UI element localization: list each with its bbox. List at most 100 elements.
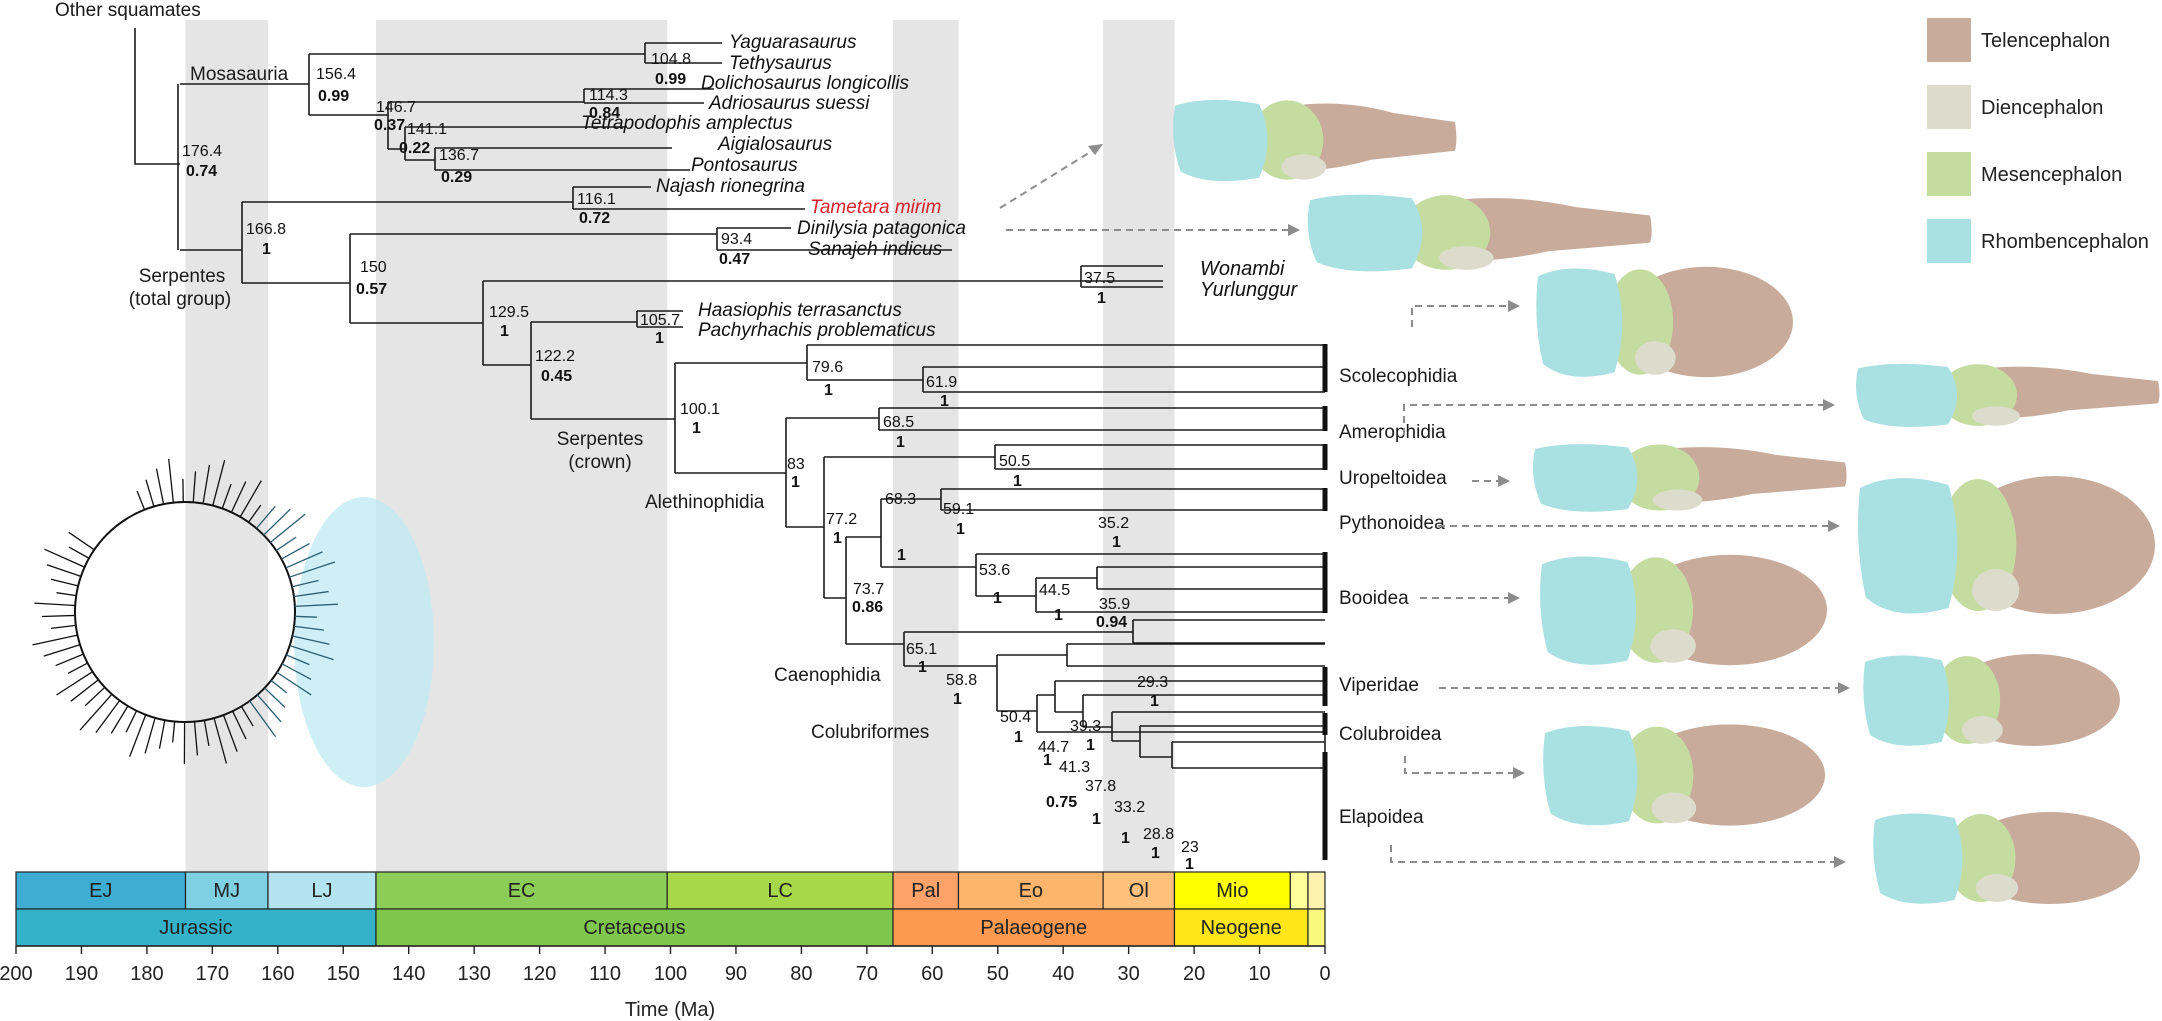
taxon-label: Pontosaurus	[691, 155, 798, 176]
inset-branch	[292, 635, 330, 645]
epoch-label: Pal	[911, 880, 940, 902]
tick-label: 100	[654, 963, 687, 985]
node-support: 0.74	[186, 163, 217, 180]
taxon-label: Yurlunggur	[1200, 279, 1298, 301]
node-support: 1	[918, 659, 927, 676]
epoch-cell	[267, 871, 377, 910]
inset-branch	[172, 721, 176, 743]
node-support: 1	[1013, 473, 1022, 490]
arrowhead-icon	[1513, 767, 1525, 779]
tick-label: 40	[1052, 963, 1074, 985]
clade-label: Colubroidea	[1339, 724, 1442, 745]
epoch-cell	[1102, 871, 1176, 910]
node-support: 1	[993, 590, 1002, 607]
node-age: 29.3	[1137, 674, 1168, 691]
node-age: 61.9	[926, 374, 957, 391]
epoch-label: MJ	[213, 880, 240, 902]
epoch-cell	[892, 871, 960, 910]
node-age: 141.1	[407, 121, 447, 138]
node-support: 0.99	[318, 88, 349, 105]
inset-branch	[79, 693, 113, 731]
inset-branch	[68, 546, 90, 559]
tick-label: 120	[523, 963, 556, 985]
inset-branch	[68, 531, 95, 551]
epoch-label: EJ	[89, 880, 112, 902]
taxon-label: Tethysaurus	[729, 53, 832, 74]
inset-branch	[34, 602, 76, 607]
arrowhead-icon	[1088, 144, 1103, 155]
legend-swatch	[1927, 85, 1971, 129]
epoch-cell	[184, 871, 269, 910]
node-support: 1	[953, 691, 962, 708]
node-support: 1	[1097, 290, 1106, 307]
taxon-label: Dinilysia patagonica	[797, 218, 966, 239]
epoch-label: Eo	[1019, 880, 1043, 902]
node-support: 1	[1054, 607, 1063, 624]
epoch-cell	[15, 871, 187, 910]
tick-label: 170	[196, 963, 229, 985]
node-support: 0.29	[441, 169, 472, 186]
inset-branch	[232, 710, 247, 740]
tick-label: 70	[856, 963, 878, 985]
period-label: Jurassic	[159, 917, 232, 939]
clade-label: Serpentes	[557, 429, 644, 450]
inset-branch	[213, 717, 228, 764]
inset-branch	[275, 536, 297, 552]
brain-model-elapoidea	[1873, 812, 2140, 904]
inset-branch	[289, 561, 336, 578]
node-support: 1	[956, 521, 965, 538]
inset-branch	[230, 481, 247, 513]
taxon-label: Tetrapodophis amplectus	[581, 113, 793, 134]
node-age: 100.1	[680, 401, 720, 418]
tick-label: 0	[1319, 963, 1330, 985]
clade-label: Caenophidia	[774, 665, 881, 686]
node-age: 156.4	[316, 66, 356, 83]
node-support: 0.86	[852, 599, 883, 616]
node-age: 50.5	[999, 453, 1030, 470]
tick-label: 190	[65, 963, 98, 985]
tick-label: 130	[457, 963, 490, 985]
tick-label: 30	[1118, 963, 1140, 985]
inset-branch	[84, 686, 106, 707]
epoch-cell	[1307, 871, 1326, 910]
inset-branch	[294, 615, 317, 618]
inset-branch	[222, 714, 238, 752]
epoch-label: Ol	[1129, 880, 1149, 902]
node-age: 105.7	[640, 312, 680, 329]
inset-branch	[56, 592, 77, 597]
tick-label: 110	[589, 963, 621, 985]
node-support: 1	[1043, 752, 1052, 769]
inset-branch	[44, 548, 85, 568]
taxon-label: Adriosaurus suessi	[708, 93, 870, 114]
node-age: 116.1	[577, 191, 616, 208]
node-age: 35.9	[1099, 596, 1130, 613]
taxon-label: Haasiophis terrasanctus	[698, 300, 902, 321]
brain-model-amerophidia	[1856, 363, 2160, 427]
tick-label: 50	[987, 963, 1009, 985]
epoch-label: LC	[767, 880, 793, 902]
node-age: 166.8	[246, 221, 286, 238]
inset-branch	[136, 490, 146, 510]
node-support: 1	[500, 323, 509, 340]
node-age: 104.8	[651, 51, 691, 68]
tick-label: 150	[327, 963, 360, 985]
tick-label: 60	[921, 963, 943, 985]
node-support: 1	[1112, 534, 1121, 551]
inset-branch	[281, 663, 312, 680]
clade-label: Amerophidia	[1339, 422, 1446, 443]
tick-label: 180	[130, 963, 163, 985]
tick-label: 90	[725, 963, 747, 985]
inset-branch	[263, 508, 291, 536]
inset-branch	[155, 468, 165, 505]
legend-swatch	[1927, 219, 1971, 263]
arrowhead-icon	[1834, 856, 1846, 868]
node-support: 1	[655, 330, 664, 347]
arrowhead-icon	[1828, 520, 1840, 532]
node-age: 35.2	[1098, 515, 1129, 532]
clade-label: Pythonoidea	[1339, 513, 1445, 534]
inset-branch	[110, 705, 129, 734]
node-support: 0.37	[374, 117, 405, 134]
brain-model-colubroidea	[1543, 724, 1826, 826]
node-support: 1	[1014, 729, 1023, 746]
period-cell	[15, 908, 377, 947]
